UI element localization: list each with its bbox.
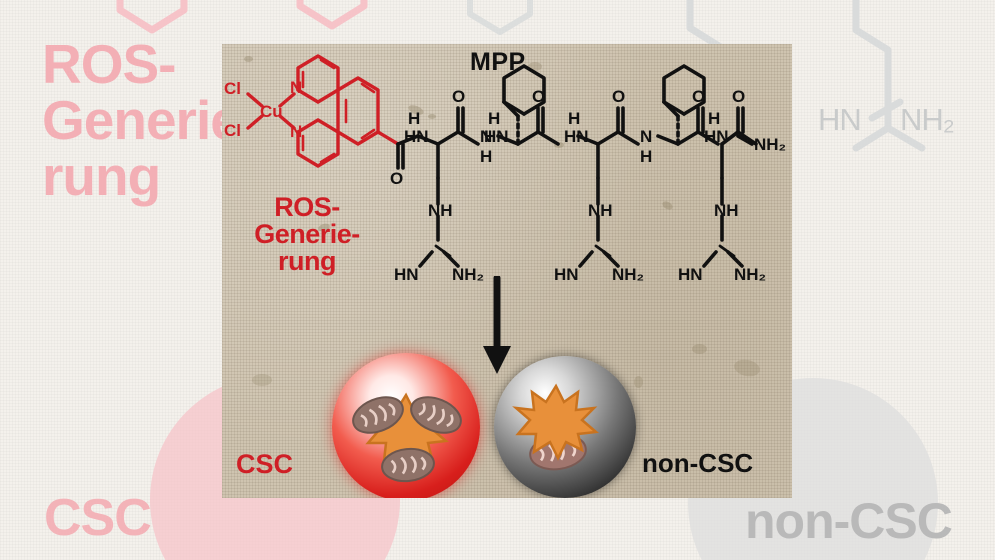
residue3-backbone-nh: HN <box>564 127 589 146</box>
residue5-guanidine-hn: HN <box>678 265 703 284</box>
residue1-side-nh: NH <box>428 201 453 220</box>
cl-label-top: Cl <box>224 79 241 98</box>
residue3-side-nh: NH <box>588 201 613 220</box>
residue4-backbone-h: H <box>640 147 652 166</box>
residue3-backbone-h2: H <box>568 109 580 128</box>
background-nh2-label: NH₂ <box>900 102 955 137</box>
residue3-backbone-nh2: HN <box>484 127 509 146</box>
n-label-bottom: N <box>290 122 302 141</box>
residue2-backbone-h: H <box>480 147 492 166</box>
cl-label-bottom: Cl <box>224 121 241 140</box>
residue3-guanidine-hn: HN <box>554 265 579 284</box>
residue5-guanidine-nh2: NH₂ <box>734 265 766 284</box>
noncsc-cell-contents <box>512 383 599 471</box>
canvas-speck <box>244 56 253 62</box>
residue3-backbone-h: H <box>488 109 500 128</box>
residue1-backbone-h: H <box>408 109 420 128</box>
residue5-side-nh: NH <box>714 201 739 220</box>
residue1-guanidine-hn: HN <box>394 265 419 284</box>
residue5-carbonyl-o: O <box>732 87 745 106</box>
mitochondrion <box>410 396 462 434</box>
residue4-backbone-n: N <box>640 127 652 146</box>
background-hn-label: HN <box>818 102 862 137</box>
background-csc-text: CSC <box>44 489 152 547</box>
panel-noncsc-label: non-CSC <box>642 448 754 478</box>
mitochondrion <box>381 447 435 483</box>
c-terminal-nh2: NH₂ <box>754 135 786 154</box>
residue5-backbone-nh: HN <box>704 127 729 146</box>
residue4-carbonyl-o: O <box>692 87 705 106</box>
residue2-carbonyl-o: O <box>532 87 545 106</box>
residue5-backbone-h: H <box>708 109 720 128</box>
down-arrow-icon <box>483 276 511 374</box>
residue1-guanidine-nh2: NH₂ <box>452 265 484 284</box>
canvas-speck <box>528 62 542 71</box>
residue3-carbonyl-o: O <box>612 87 625 106</box>
n-label-top: N <box>290 78 302 97</box>
canvas-speck <box>252 374 272 386</box>
residue2-backbone-n: N <box>480 127 492 146</box>
carbonyl-o-linker: O <box>390 169 403 188</box>
csc-cell <box>332 353 480 498</box>
residue3-guanidine-nh2: NH₂ <box>612 265 644 284</box>
panel-ros-label: ROS- Generie- rung <box>254 192 360 276</box>
canvas-speck <box>428 114 436 119</box>
residue1-backbone-nh: HN <box>404 127 429 146</box>
csc-cell-contents <box>352 392 462 483</box>
canvas-speck <box>634 376 643 388</box>
mpp-chemical-structure: Cl Cl Cu N N <box>224 54 786 284</box>
noncsc-cell <box>494 356 636 498</box>
cu-label: Cu <box>260 102 283 121</box>
residue1-carbonyl-o: O <box>452 87 465 106</box>
background-noncsc-text: non-CSC <box>745 493 953 549</box>
graphical-abstract-panel: MPP <box>222 44 792 498</box>
panel-csc-label: CSC <box>236 449 294 479</box>
ros-burst-icon <box>512 383 599 461</box>
canvas-speck <box>692 344 707 354</box>
mitochondrion <box>352 396 404 434</box>
